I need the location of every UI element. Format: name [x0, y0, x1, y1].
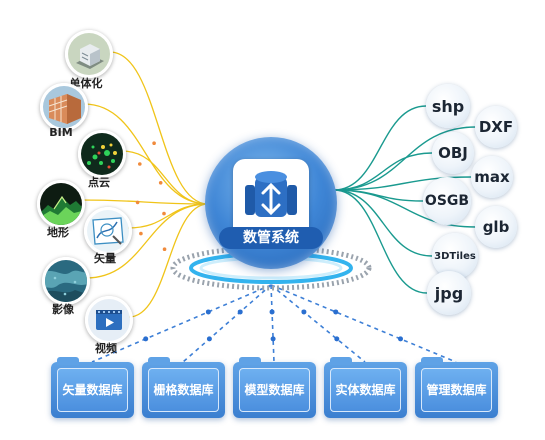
database-entity: 实体数据库: [324, 357, 407, 418]
database-model: 模型数据库: [233, 357, 316, 418]
connector-dot: [158, 181, 163, 185]
connector-dot: [138, 162, 142, 166]
database-server-icon: [233, 159, 309, 239]
input-label-vector: 矢量: [94, 252, 116, 265]
imagery-icon: [42, 257, 90, 305]
database-vector: 矢量数据库: [51, 357, 134, 418]
database-connector: [182, 284, 272, 363]
connector-dot: [162, 211, 166, 216]
format-shp: shp: [426, 84, 470, 128]
database-connector: [270, 284, 275, 363]
connector-dot: [237, 309, 243, 315]
folder-face: [330, 368, 401, 412]
input-label-bim: BIM: [49, 126, 73, 139]
bim-building-icon: [40, 83, 88, 131]
input-connector: [128, 203, 209, 318]
format-links: [333, 105, 477, 294]
connector-dot: [334, 336, 340, 342]
format-obj: OBJ: [432, 132, 474, 174]
format-connector: [333, 105, 427, 191]
database-raster: 栅格数据库: [142, 357, 225, 418]
format-jpg: jpg: [427, 271, 471, 315]
input-connector: [109, 51, 209, 205]
database-connector: [270, 284, 366, 363]
input-label-imagery: 影像: [52, 303, 74, 316]
folder-face: [57, 368, 128, 412]
input-connector: [85, 203, 209, 279]
database-links: [91, 284, 457, 363]
format-max: max: [471, 156, 513, 198]
data-management-hub: 数管系统: [205, 137, 337, 269]
city-block-model-icon: [65, 30, 113, 78]
input-label-point-cloud: 点云: [88, 176, 110, 189]
format-connector: [333, 189, 433, 257]
database-label-vector: 矢量数据库: [62, 383, 123, 397]
folder-face: [239, 368, 310, 412]
format-connector: [333, 152, 433, 191]
connector-dot: [301, 309, 307, 315]
connector-dot: [152, 141, 156, 145]
folder-tab: [330, 357, 352, 365]
input-label-terrain: 地形: [47, 226, 69, 239]
connector-dot: [205, 309, 211, 315]
folder-tab: [148, 357, 170, 365]
connector-dot: [162, 247, 167, 251]
database-label-management: 管理数据库: [426, 383, 487, 397]
format-glb: glb: [475, 206, 517, 248]
input-links: [79, 51, 209, 318]
format-connector: [333, 189, 428, 294]
input-label-video: 视频: [95, 342, 117, 355]
terrain-icon: [37, 180, 85, 228]
connector-dot: [269, 309, 275, 315]
vector-map-icon: [84, 207, 132, 255]
point-cloud-icon: [78, 130, 126, 178]
folder-tab: [421, 357, 443, 365]
connector-dot: [139, 231, 143, 236]
connector-dot: [206, 336, 212, 342]
database-label-model: 模型数据库: [244, 383, 305, 397]
connector-dot: [398, 336, 403, 342]
database-management: 管理数据库: [415, 357, 498, 418]
folder-face: [421, 368, 492, 412]
connector-dot: [333, 309, 339, 315]
connector-dot: [270, 336, 276, 342]
format-dxf: DXF: [475, 106, 517, 148]
hub-label: 数管系统: [219, 227, 323, 249]
folder-face: [148, 368, 219, 412]
database-connector: [270, 284, 457, 363]
input-connector: [79, 199, 209, 205]
folder-tab: [239, 357, 261, 365]
format-osgb: OSGB: [423, 177, 471, 225]
database-label-raster: 栅格数据库: [153, 383, 214, 397]
format-connector: [333, 189, 477, 228]
database-label-entity: 实体数据库: [335, 383, 396, 397]
video-icon: [85, 296, 133, 344]
connector-dot: [135, 200, 140, 205]
database-connector: [91, 284, 272, 363]
connector-dot: [143, 336, 149, 342]
input-connector: [121, 150, 209, 205]
folder-tab: [57, 357, 79, 365]
